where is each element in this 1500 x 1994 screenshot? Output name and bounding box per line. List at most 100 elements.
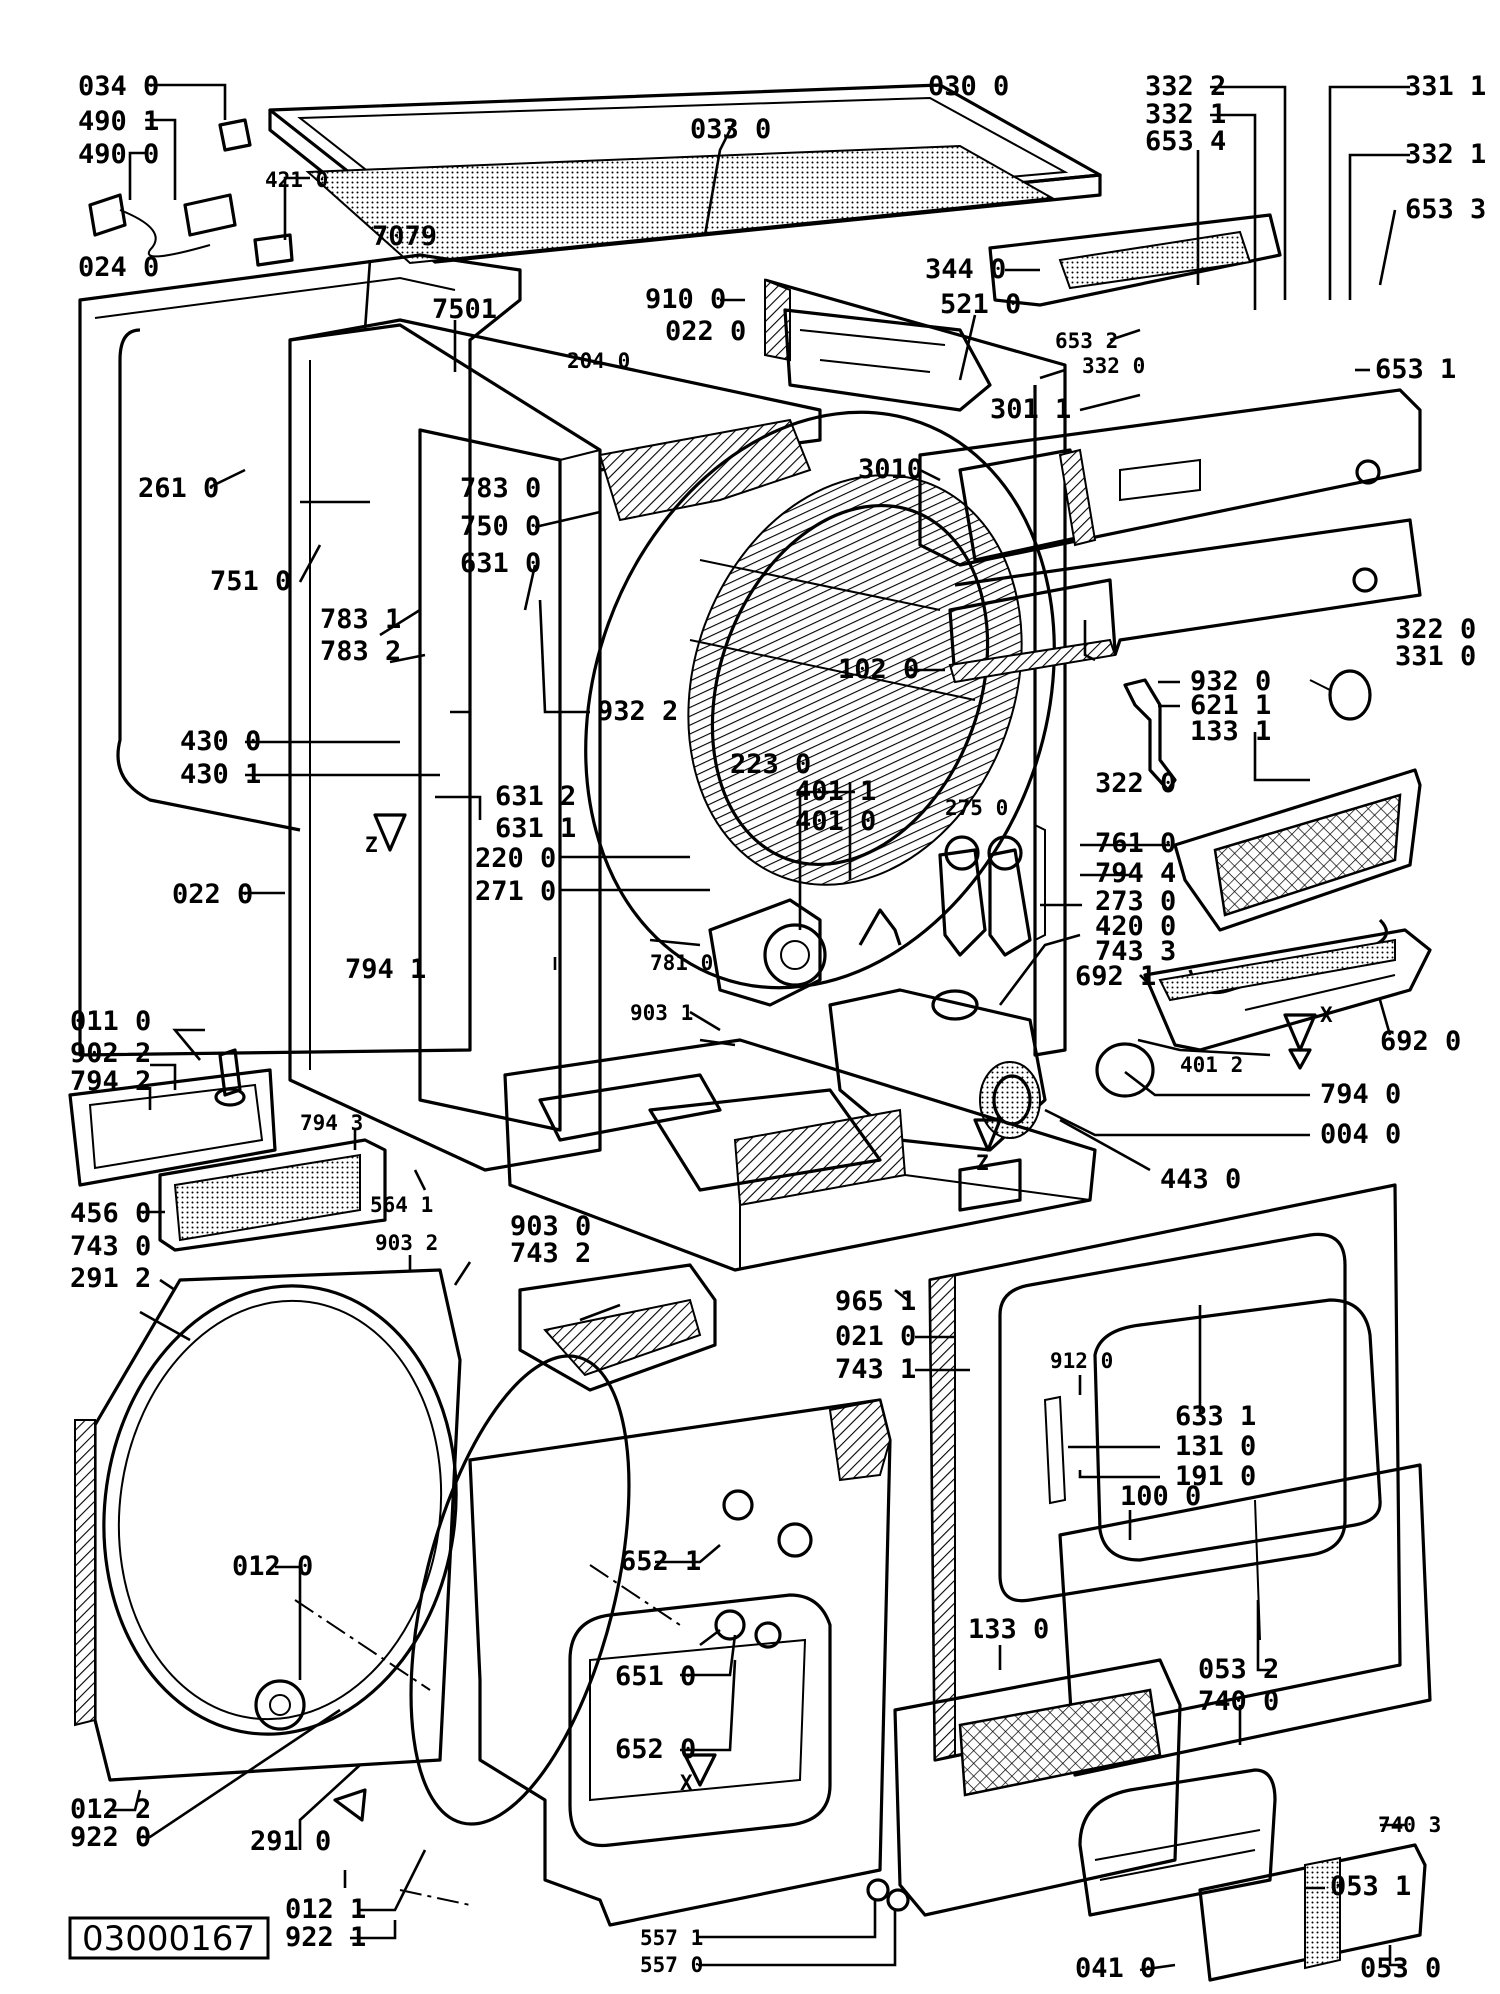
cover-053-0 [1198, 1843, 1427, 1982]
door-switch-621-1 [1123, 678, 1177, 792]
switch-034-0 [218, 118, 252, 152]
part-label: 022 0 [665, 316, 746, 347]
drawing-code-text: 03000167 [82, 1919, 255, 1959]
part-label: 761 0 [1095, 828, 1176, 859]
part-label: 012 0 [232, 1551, 313, 1582]
sensor-651-0 [714, 1609, 746, 1641]
part-label: 401 1 [795, 776, 876, 807]
part-label: 012 1 [285, 1894, 366, 1925]
marker-x: X [680, 1771, 693, 1795]
part-label: 631 1 [495, 813, 576, 844]
drawing-code: 03000167 [68, 1916, 270, 1960]
part-label: 332 1 [1405, 139, 1486, 170]
marker-z: Z [976, 1151, 989, 1175]
part-label: 783 0 [460, 473, 541, 504]
part-label: 3010 [858, 454, 923, 485]
part-label: 204 0 [567, 349, 630, 373]
part-label: 430 0 [180, 726, 261, 757]
part-label: 740 0 [1198, 1686, 1279, 1717]
part-label: 692 0 [1380, 1026, 1461, 1057]
part-label: 344 0 [925, 254, 1006, 285]
bearing-012-0 [254, 1679, 306, 1731]
part-label: 631 2 [495, 781, 576, 812]
part-label: 750 0 [460, 511, 541, 542]
part-label: 794 4 [1095, 858, 1176, 889]
part-label: 053 1 [1330, 1871, 1411, 1902]
part-label: 794 2 [70, 1066, 151, 1097]
part-label: 332 1 [1145, 99, 1226, 130]
part-label: 131 0 [1175, 1431, 1256, 1462]
tension-arm-273-0 [938, 848, 987, 957]
part-label: 220 0 [475, 843, 556, 874]
part-label: 420 0 [1095, 911, 1176, 942]
rear-plate-291-2 [93, 1268, 462, 1782]
part-label: 557 1 [640, 1926, 703, 1950]
heater-duct-743-2 [518, 1263, 717, 1392]
part-label: 783 2 [320, 636, 401, 667]
part-label: 743 2 [510, 1238, 591, 1269]
part-label: 401 0 [795, 806, 876, 837]
part-label: 743 1 [835, 1354, 916, 1385]
lamp-652-1 [722, 1489, 754, 1521]
part-label: 653 2 [1055, 329, 1118, 353]
part-label: 965 1 [835, 1286, 916, 1317]
part-label: 041 0 [1075, 1953, 1156, 1984]
motor-clip-401-1 [858, 908, 902, 946]
part-label: 024 0 [78, 252, 159, 283]
part-label: 301 1 [990, 394, 1071, 425]
part-label: 903 1 [630, 1001, 693, 1025]
part-label: 783 1 [320, 604, 401, 635]
control-box-521-0 [783, 308, 992, 412]
nut-557 [866, 1878, 890, 1902]
part-label: 652 0 [615, 1734, 696, 1765]
filter-housing-692-0 [1143, 928, 1432, 1052]
part-labels: 034 0 490 1 490 0 421 0 024 0 030 0 033 … [70, 71, 1486, 1984]
part-label: 034 0 [78, 71, 159, 102]
part-label: 053 2 [1198, 1654, 1279, 1685]
part-label: 692 1 [1075, 961, 1156, 992]
part-label: 261 0 [138, 473, 219, 504]
marker-x: X [1320, 1003, 1333, 1027]
part-label: 100 0 [1120, 1481, 1201, 1512]
leader-lines [110, 83, 1410, 1972]
part-label: 910 0 [645, 284, 726, 315]
part-label: 421 0 [265, 168, 328, 192]
direction-markers: Z Z X X [365, 833, 1333, 1795]
part-label: 291 2 [70, 1263, 151, 1294]
part-label: 794 3 [300, 1111, 363, 1135]
part-label: 653 3 [1405, 194, 1486, 225]
part-label: 922 0 [70, 1822, 151, 1853]
part-label: 557 0 [640, 1953, 703, 1977]
water-container-740-0 [893, 1658, 1182, 1917]
knob-322-0 [1328, 669, 1372, 721]
part-label: 332 0 [1082, 354, 1145, 378]
plug-490-0 [88, 193, 127, 237]
part-label: 521 0 [940, 289, 1021, 320]
part-label: 7079 [372, 221, 437, 252]
part-label: 490 0 [78, 139, 159, 170]
seal-ring-794-0 [1095, 1042, 1155, 1098]
part-label: 102 0 [838, 654, 919, 685]
heater-cover-902-2 [68, 1068, 277, 1187]
part-label: 7501 [432, 294, 497, 325]
part-label: 033 0 [690, 114, 771, 145]
top-seal-033-0 [305, 144, 1056, 265]
part-label: 273 0 [1095, 886, 1176, 917]
part-label: 011 0 [70, 1006, 151, 1037]
part-label: 781 0 [650, 951, 713, 975]
part-label: 191 0 [1175, 1461, 1256, 1492]
part-label: 275 0 [945, 796, 1008, 820]
door-glass-633-1 [1093, 1298, 1382, 1562]
front-bulkhead-291-0 [409, 1354, 631, 1826]
part-label: 794 0 [1320, 1079, 1401, 1110]
part-label: 332 2 [1145, 71, 1226, 102]
part-label: 564 1 [370, 1193, 433, 1217]
part-label: 743 0 [70, 1231, 151, 1262]
capacitor-420-0 [931, 989, 979, 1021]
part-label: 932 2 [597, 696, 678, 727]
part-label: 751 0 [210, 566, 291, 597]
part-label: 922 1 [285, 1922, 366, 1953]
part-label: 291 0 [250, 1826, 331, 1857]
part-label: 903 0 [510, 1211, 591, 1242]
relay-490-1 [183, 193, 237, 237]
